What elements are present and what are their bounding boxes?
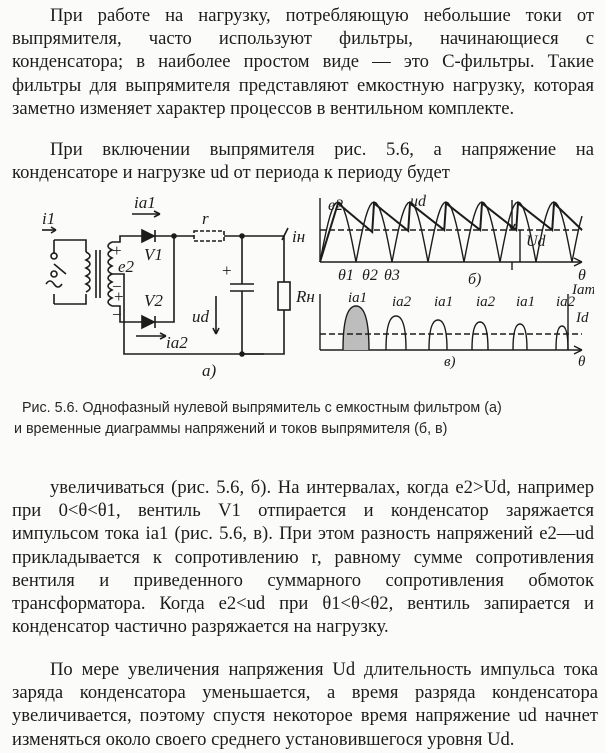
voltage-diagram (319, 198, 583, 270)
label-pulse-ia1: ia1 (434, 294, 453, 310)
label-pulse-ia1: ia1 (516, 294, 535, 310)
label-plus-1: + (112, 241, 122, 260)
current-pulses (342, 305, 569, 351)
center-tap-wire (112, 273, 264, 355)
arrow-head-icon (212, 327, 220, 335)
label-ud-diag: ud (410, 194, 427, 210)
ac-source-icon (45, 280, 63, 288)
voltage-labels: e2 ud Ud θ1 θ2 θ3 θ б) (328, 194, 586, 288)
transformer-primary (84, 251, 91, 293)
label-theta-c: θ (578, 354, 586, 370)
label-e2: e2 (118, 257, 135, 276)
primary-wire (54, 294, 87, 305)
label-minus-1: − (112, 277, 122, 296)
paragraph-steady-state: По мере увеличения напряжения Ud длитель… (12, 659, 598, 750)
label-v1: V1 (144, 245, 163, 264)
current-labels: ia1 ia2 ia1 ia2 ia1 ia2 Iam Id θ в) (348, 282, 594, 370)
current-pulse (342, 305, 370, 351)
caption-line-1: Рис. 5.6. Однофазный нулевой выпрямитель… (22, 400, 502, 416)
label-Iam: Iam (571, 282, 594, 298)
current-pulse (471, 321, 489, 351)
source-terminal (50, 252, 58, 260)
label-v2: V2 (144, 291, 163, 310)
diode-v2-icon (141, 314, 156, 330)
label-theta1: θ1 (338, 267, 354, 284)
paragraph-charging: увеличиваться (рис. 5.6, б). На интервал… (12, 477, 594, 638)
label-i1: i1 (42, 209, 55, 228)
load-wire (242, 310, 285, 355)
current-diagram (319, 294, 583, 355)
label-theta3: θ3 (384, 267, 400, 284)
current-pulse (385, 315, 407, 351)
panel-label-a: а) (202, 361, 217, 380)
e2-waveform (319, 201, 583, 263)
label-plus-2: + (114, 287, 124, 306)
circuit-diagram (42, 210, 291, 357)
arrow-head-icon (153, 210, 161, 218)
arrow-head-icon (508, 223, 516, 231)
current-pulse (555, 325, 569, 351)
label-e2-diag: e2 (328, 197, 343, 214)
v2-return-wire (155, 236, 175, 323)
label-Ud-diag: Ud (526, 233, 547, 250)
source-terminal (50, 270, 58, 278)
arrow-head-icon (50, 226, 57, 234)
panel-label-c: в) (444, 354, 456, 370)
paragraph-switch-on: При включении выпрямителя рис. 5.6, а на… (12, 139, 594, 184)
axis-arrow-icon (573, 257, 583, 267)
primary-wire (54, 239, 87, 252)
label-ia1: ia1 (134, 194, 156, 212)
diode-v1-icon (141, 228, 156, 244)
axis-arrow-icon (573, 345, 583, 355)
figure-5-6: i1 ia1 ia2 e2 V1 V2 r iн ud Rн + − + − +… (16, 194, 594, 384)
circuit-labels: i1 ia1 ia2 e2 V1 V2 r iн ud Rн + − + − +… (42, 194, 315, 380)
switch-icon (53, 263, 67, 275)
paragraph-intro: При работе на нагрузку, потребляющую неб… (12, 5, 594, 119)
label-pulse-ia2: ia2 (392, 294, 412, 310)
label-plus-cap: + (222, 261, 232, 280)
arrow-head-icon (159, 332, 167, 340)
load-resistor-icon (277, 281, 291, 311)
resistor-r-icon (193, 230, 225, 242)
label-pulse-ia2: ia2 (556, 294, 576, 310)
node (171, 233, 177, 239)
figure-caption: Рис. 5.6. Однофазный нулевой выпрямитель… (14, 398, 594, 440)
label-in: iн (292, 227, 305, 246)
arrow-in (281, 227, 289, 241)
panel-label-b: б) (468, 271, 481, 288)
label-pulse-ia1: ia1 (348, 290, 367, 306)
figure-drawing: i1 ia1 ia2 e2 V1 V2 r iн ud Rн + − + − +… (42, 194, 594, 380)
label-minus-2: − (112, 305, 122, 324)
label-rn: Rн (295, 287, 315, 306)
label-r: r (202, 209, 209, 228)
label-theta2: θ2 (362, 267, 378, 284)
caption-line-2: и временные диаграммы напряжений и токов… (14, 421, 448, 437)
current-pulse (512, 323, 528, 351)
label-theta-b: θ (578, 267, 586, 284)
current-pulse (428, 319, 448, 351)
label-Id: Id (575, 310, 589, 326)
label-pulse-ia2: ia2 (476, 294, 496, 310)
lower-wire (112, 305, 142, 323)
ud-waveform (319, 200, 583, 263)
label-ud: ud (192, 307, 210, 326)
label-ia2: ia2 (166, 333, 188, 352)
upper-wire (112, 235, 142, 243)
